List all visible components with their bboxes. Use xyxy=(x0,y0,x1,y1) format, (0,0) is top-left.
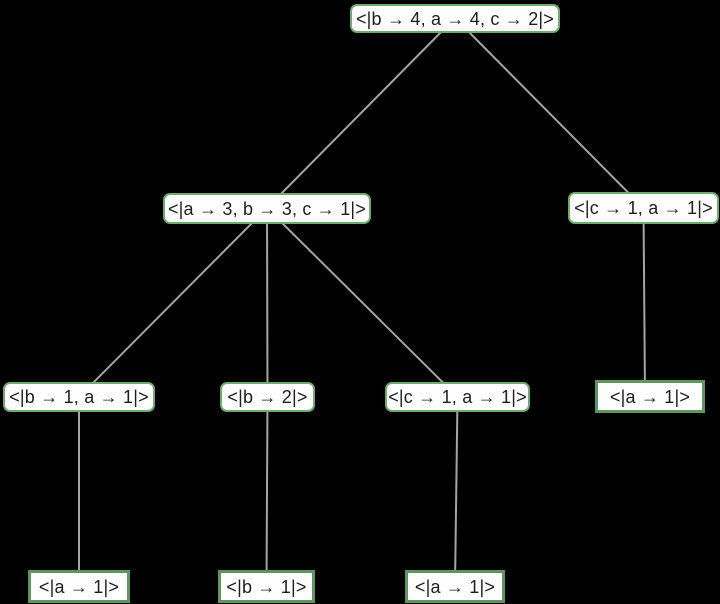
tree-leaf-b1: <|b → 1|> xyxy=(218,570,315,603)
tree-edge xyxy=(642,207,646,397)
tree-node-root: <|b → 4, a → 4, c → 2|> xyxy=(350,4,560,33)
tree-edge xyxy=(78,207,268,398)
tree-node-b1-a1: <|b → 1, a → 1|> xyxy=(3,382,155,412)
tree-node-c1-a1-upper: <|c → 1, a → 1|> xyxy=(568,192,719,224)
tree-node-a3-b3-c1: <|a → 3, b → 3, c → 1|> xyxy=(163,193,371,224)
tree-edge xyxy=(454,17,645,209)
tree-edge xyxy=(454,396,459,587)
tree-leaf-a1-right: <|a → 1|> xyxy=(595,380,705,413)
tree-edge xyxy=(265,396,269,587)
tree-leaf-a1-middle: <|a → 1|> xyxy=(405,570,505,603)
tree-edge xyxy=(266,207,459,398)
tree-node-b2: <|b → 2|> xyxy=(220,382,315,412)
tree-node-c1-a1-lower: <|c → 1, a → 1|> xyxy=(385,382,530,412)
tree-leaf-a1-left: <|a → 1|> xyxy=(28,570,130,603)
tree-edge xyxy=(266,17,456,209)
tree-edge xyxy=(266,207,269,398)
